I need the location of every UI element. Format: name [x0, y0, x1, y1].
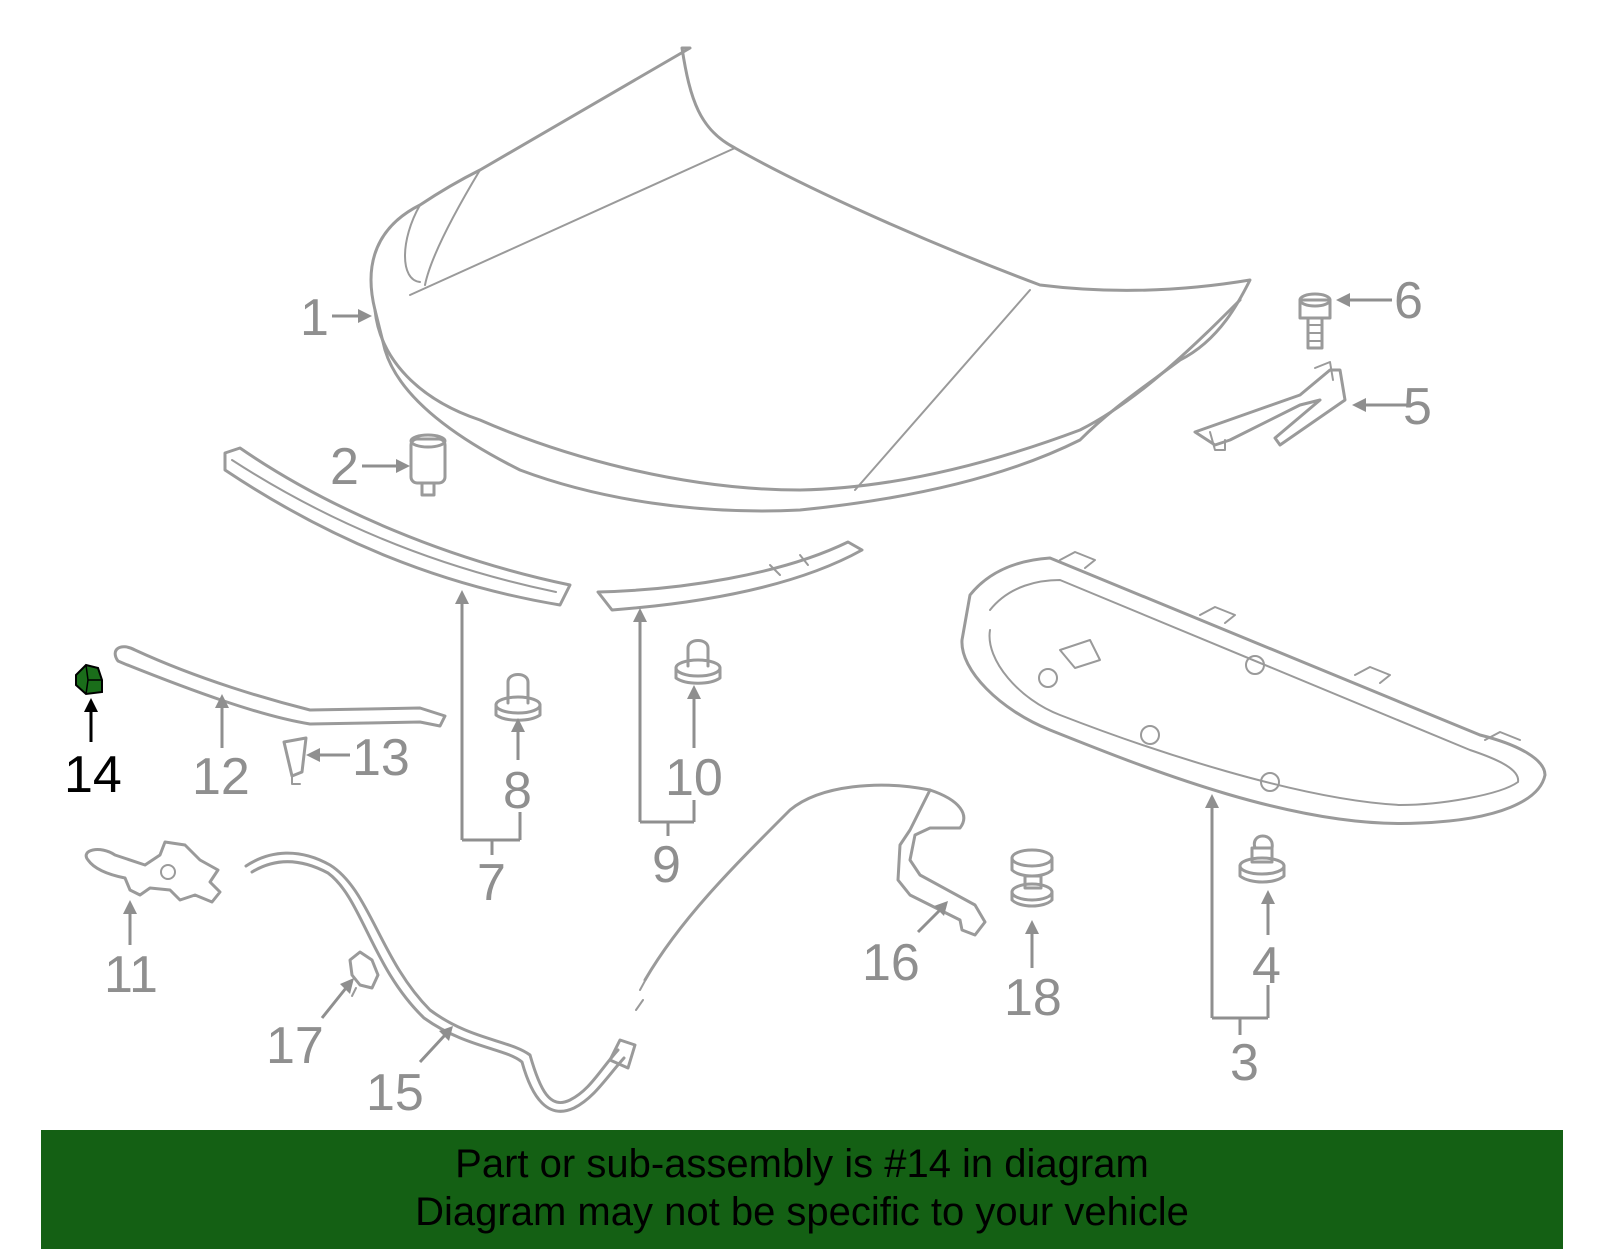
- callout-14: 14: [64, 746, 122, 804]
- callout-7: 7: [477, 854, 506, 912]
- callout-9: 9: [652, 836, 681, 894]
- part-1-hood: [369, 46, 1252, 513]
- callout-18: 18: [1004, 969, 1062, 1027]
- callout-11: 11: [104, 946, 158, 1004]
- part-13-rod-holder: [282, 736, 308, 785]
- part-14-highlighted: [75, 663, 103, 696]
- callout-2: 2: [330, 438, 359, 496]
- part-7-seal: [223, 446, 572, 607]
- part-2-hood-bumper: [409, 433, 447, 497]
- callout-16: 16: [862, 934, 920, 992]
- part-4-clip: [1238, 834, 1286, 884]
- callout-13: 13: [352, 729, 410, 787]
- callout-17: 17: [266, 1017, 324, 1075]
- part-12-prop-rod: [113, 645, 447, 728]
- part-11-latch: [84, 840, 222, 904]
- callout-3: 3: [1230, 1034, 1259, 1092]
- part-9-seal: [596, 540, 864, 612]
- part-15-release-cable: [244, 783, 932, 1113]
- info-banner: Part or sub-assembly is #14 in diagram D…: [41, 1130, 1563, 1249]
- leader-lines: [84, 293, 1408, 1064]
- part-10-clip: [674, 639, 722, 685]
- banner-line-2: Diagram may not be specific to your vehi…: [415, 1190, 1189, 1234]
- part-18-grommet: [1010, 848, 1054, 908]
- banner-line-1: Part or sub-assembly is #14 in diagram: [455, 1142, 1149, 1186]
- part-16-release-handle: [896, 788, 987, 937]
- callout-6: 6: [1394, 272, 1423, 330]
- callout-15: 15: [366, 1064, 424, 1122]
- callout-1: 1: [300, 289, 329, 347]
- part-3-insulator: [960, 551, 1547, 826]
- callout-4: 4: [1252, 937, 1281, 995]
- part-6-bolt: [1298, 292, 1332, 350]
- part-17-cable-clip: [348, 950, 380, 997]
- part-8-clip: [494, 673, 542, 722]
- callout-12: 12: [192, 748, 250, 806]
- callout-5: 5: [1403, 378, 1432, 436]
- callout-10: 10: [665, 749, 723, 807]
- part-5-hinge: [1193, 361, 1347, 451]
- callout-8: 8: [503, 762, 532, 820]
